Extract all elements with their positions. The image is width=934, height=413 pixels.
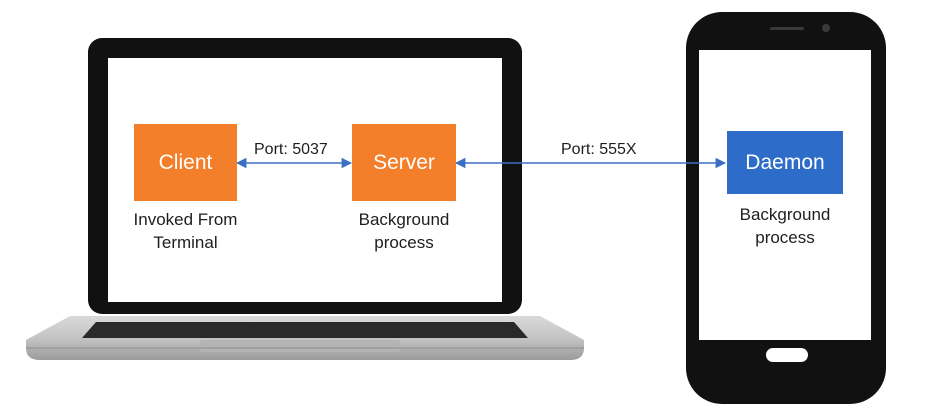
client-caption-line1: Invoked From	[133, 210, 238, 229]
server-box: Server	[352, 124, 456, 201]
client-label: Client	[158, 150, 213, 174]
daemon-caption: Background process	[720, 203, 850, 249]
server-caption: Background process	[340, 208, 468, 254]
daemon-box: Daemon	[727, 131, 843, 194]
server-caption-line1: Background	[358, 210, 450, 229]
client-box: Client	[134, 124, 237, 201]
speaker-icon	[770, 27, 804, 30]
server-label: Server	[373, 150, 435, 174]
client-caption: Invoked From Terminal	[114, 208, 257, 254]
client-caption-line2: Terminal	[153, 233, 218, 252]
keyboard-icon	[82, 322, 528, 338]
daemon-caption-line1: Background	[739, 205, 831, 224]
trackpad-icon	[200, 340, 400, 352]
daemon-label: Daemon	[745, 150, 825, 174]
home-button-icon	[766, 348, 808, 362]
client-server-port-label: Port: 5037	[254, 141, 328, 158]
server-daemon-port-label: Port: 555X	[561, 141, 637, 158]
phone-icon	[686, 12, 886, 404]
daemon-caption-line2: process	[755, 228, 815, 247]
laptop-icon	[26, 38, 584, 360]
camera-icon	[822, 24, 830, 32]
server-caption-line2: process	[374, 233, 434, 252]
